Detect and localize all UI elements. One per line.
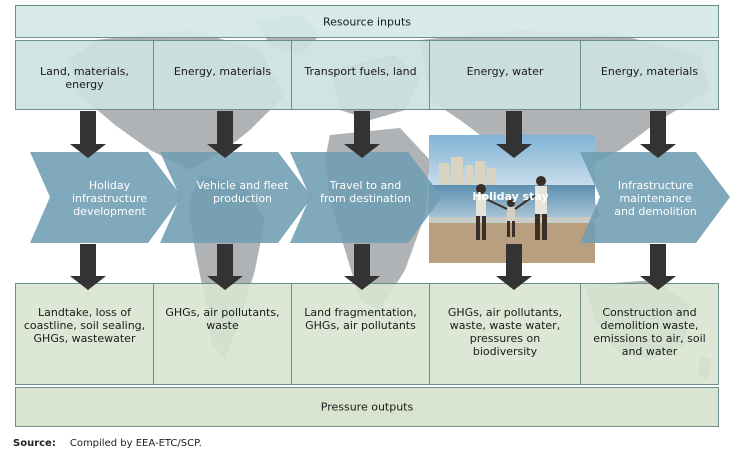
input-cell: Land, materials, energy xyxy=(15,40,154,110)
input-text: Transport fuels, land xyxy=(304,65,417,78)
down-arrow-icon xyxy=(640,111,676,158)
output-cell: Landtake, loss of coastline, soil sealin… xyxy=(15,283,154,385)
output-text: Construction and demolition waste, emiss… xyxy=(593,306,706,358)
down-arrow-icon xyxy=(344,244,380,290)
input-cell: Energy, materials xyxy=(580,40,719,110)
down-arrow-icon xyxy=(207,244,243,290)
chevron-arrow-icon xyxy=(290,152,442,243)
output-text: GHGs, air pollutants, waste, waste water… xyxy=(447,306,563,358)
down-arrow-icon xyxy=(344,111,380,158)
output-text: GHGs, air pollutants, waste xyxy=(165,306,280,332)
chevron-arrow-icon xyxy=(30,152,182,243)
chevron-arrow-icon xyxy=(580,152,730,243)
input-text: Land, materials, energy xyxy=(40,65,129,91)
stage-label: Travel to and from destination xyxy=(320,179,411,205)
down-arrow-icon xyxy=(207,111,243,158)
output-text: Land fragmentation, GHGs, air pollutants xyxy=(304,306,417,332)
chevron-arrow-icon xyxy=(160,152,312,243)
source-label: Source: xyxy=(13,438,56,449)
down-arrow-icon xyxy=(496,244,532,290)
output-cell: Construction and demolition waste, emiss… xyxy=(580,283,719,385)
down-arrow-icon xyxy=(496,111,532,158)
input-text: Energy, water xyxy=(466,65,544,78)
down-arrow-icon xyxy=(640,244,676,290)
source-text: Compiled by EEA-ETC/SCP. xyxy=(69,438,202,449)
output-cell: GHGs, air pollutants, waste xyxy=(153,283,292,385)
pressure-outputs-band: Pressure outputs xyxy=(15,387,719,427)
down-arrow-icon xyxy=(70,111,106,158)
input-text: Energy, materials xyxy=(173,65,272,78)
resource-inputs-label: Resource inputs xyxy=(323,15,411,28)
stage-label: Holiday stay xyxy=(472,190,549,203)
output-cell: GHGs, air pollutants, waste, waste water… xyxy=(429,283,581,385)
down-arrow-icon xyxy=(70,244,106,290)
input-text: Energy, materials xyxy=(600,65,699,78)
resource-inputs-band: Resource inputs xyxy=(15,5,719,38)
stage-label: Infrastructure maintenance and demolitio… xyxy=(614,179,697,218)
output-text: Landtake, loss of coastline, soil sealin… xyxy=(23,306,146,345)
input-cell: Energy, materials xyxy=(153,40,292,110)
source-note: Source: Compiled by EEA-ETC/SCP. xyxy=(13,438,202,449)
input-cell: Transport fuels, land xyxy=(291,40,430,110)
stage-label: Vehicle and fleet production xyxy=(196,179,289,205)
stage-label: Holiday infrastructure development xyxy=(71,179,148,218)
pressure-outputs-label: Pressure outputs xyxy=(320,400,414,414)
input-cell: Energy, water xyxy=(429,40,581,110)
